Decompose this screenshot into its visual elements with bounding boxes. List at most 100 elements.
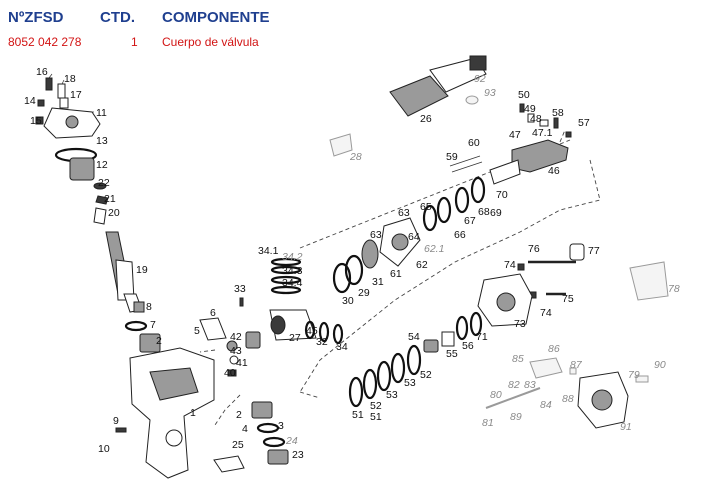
part-label-88[interactable]: 88 xyxy=(562,393,574,405)
part-label-86[interactable]: 86 xyxy=(548,343,560,355)
part-label-32[interactable]: 32 xyxy=(316,336,328,348)
part-label-23[interactable]: 23 xyxy=(292,449,304,461)
part-label-70[interactable]: 70 xyxy=(496,189,508,201)
part-label-89[interactable]: 89 xyxy=(510,411,522,423)
part-label-9[interactable]: 9 xyxy=(113,415,119,427)
part-label-51[interactable]: 51 xyxy=(370,411,382,423)
part-label-76[interactable]: 76 xyxy=(528,243,540,255)
part-label-34-4[interactable]: 34.4 xyxy=(282,277,303,289)
part-label-77[interactable]: 77 xyxy=(588,245,600,257)
part-label-16[interactable]: 16 xyxy=(36,66,48,78)
part-label-63[interactable]: 63 xyxy=(370,229,382,241)
part-label-18[interactable]: 18 xyxy=(64,73,76,85)
part-label-67[interactable]: 67 xyxy=(464,215,476,227)
part-label-7[interactable]: 7 xyxy=(150,319,156,331)
part-label-68[interactable]: 68 xyxy=(478,206,490,218)
part-label-20[interactable]: 20 xyxy=(108,207,120,219)
part-label-90[interactable]: 90 xyxy=(654,359,666,371)
part-label-47-1[interactable]: 47.1 xyxy=(532,127,553,139)
part-label-78[interactable]: 78 xyxy=(668,283,680,295)
row-component[interactable]: Cuerpo de válvula xyxy=(162,35,259,49)
part-label-54[interactable]: 54 xyxy=(408,331,420,343)
part-label-83[interactable]: 83 xyxy=(524,379,536,391)
part-label-1[interactable]: 1 xyxy=(190,407,196,419)
part-label-34[interactable]: 34 xyxy=(336,341,348,353)
part-label-12[interactable]: 12 xyxy=(96,159,108,171)
part-label-10[interactable]: 10 xyxy=(98,443,110,455)
part-label-56[interactable]: 56 xyxy=(462,340,474,352)
part-label-62-1[interactable]: 62.1 xyxy=(424,243,444,255)
part-label-49[interactable]: 49 xyxy=(524,103,536,115)
part-label-48[interactable]: 48 xyxy=(530,113,542,125)
part-label-80[interactable]: 80 xyxy=(490,389,502,401)
part-label-4[interactable]: 4 xyxy=(242,423,248,435)
part-label-27[interactable]: 27 xyxy=(289,332,301,344)
part-label-85[interactable]: 85 xyxy=(512,353,524,365)
part-label-11[interactable]: 11 xyxy=(96,107,107,119)
part-label-25[interactable]: 25 xyxy=(232,439,244,451)
part-label-19[interactable]: 19 xyxy=(136,264,148,276)
part-label-2[interactable]: 2 xyxy=(236,409,242,421)
part-label-47[interactable]: 47 xyxy=(509,129,521,141)
part-label-21[interactable]: 21 xyxy=(104,193,116,205)
part-label-8[interactable]: 8 xyxy=(146,301,152,313)
part-label-30[interactable]: 30 xyxy=(342,295,354,307)
part-label-52[interactable]: 52 xyxy=(420,369,432,381)
part-label-34-1[interactable]: 34.1 xyxy=(258,245,279,257)
part-label-75[interactable]: 75 xyxy=(562,293,574,305)
part-label-58[interactable]: 58 xyxy=(552,107,564,119)
part-label-53[interactable]: 53 xyxy=(404,377,416,389)
row-ref[interactable]: 8052 042 278 xyxy=(8,35,82,49)
part-label-71[interactable]: 71 xyxy=(476,331,488,343)
part-label-41[interactable]: 41 xyxy=(236,357,248,369)
part-label-14[interactable]: 14 xyxy=(24,95,36,107)
part-label-52[interactable]: 52 xyxy=(370,400,382,412)
part-label-57[interactable]: 57 xyxy=(578,117,590,129)
part-label-69[interactable]: 69 xyxy=(490,207,502,219)
part-label-81[interactable]: 81 xyxy=(482,417,494,429)
part-label-50[interactable]: 50 xyxy=(518,89,530,101)
part-label-73[interactable]: 73 xyxy=(514,318,526,330)
part-label-3[interactable]: 3 xyxy=(278,420,284,432)
part-label-51[interactable]: 51 xyxy=(352,409,364,421)
part-label-65[interactable]: 65 xyxy=(420,201,432,213)
part-label-74[interactable]: 74 xyxy=(504,259,516,271)
part-label-66[interactable]: 66 xyxy=(454,229,466,241)
part-label-59[interactable]: 59 xyxy=(446,151,458,163)
row-quantity[interactable]: 1 xyxy=(131,35,138,49)
part-label-84[interactable]: 84 xyxy=(540,399,552,411)
part-label-93[interactable]: 93 xyxy=(484,87,496,99)
part-label-63[interactable]: 63 xyxy=(398,207,410,219)
part-label-62[interactable]: 62 xyxy=(416,259,428,271)
part-label-79[interactable]: 79 xyxy=(628,369,640,381)
part-label-91[interactable]: 91 xyxy=(620,421,632,433)
part-label-45[interactable]: 45 xyxy=(306,325,318,337)
part-label-40[interactable]: 40 xyxy=(224,367,236,379)
part-label-92[interactable]: 92 xyxy=(474,73,486,85)
part-label-5[interactable]: 5 xyxy=(194,325,200,337)
part-label-26[interactable]: 26 xyxy=(420,113,432,125)
part-label-15[interactable]: 15 xyxy=(30,115,42,127)
part-label-33[interactable]: 33 xyxy=(234,283,246,295)
part-label-53[interactable]: 53 xyxy=(386,389,398,401)
part-label-29[interactable]: 29 xyxy=(358,287,370,299)
part-label-55[interactable]: 55 xyxy=(446,348,458,360)
part-label-82[interactable]: 82 xyxy=(508,379,520,391)
part-label-13[interactable]: 13 xyxy=(96,135,108,147)
part-label-34-2[interactable]: 34.2 xyxy=(282,251,303,263)
part-label-17[interactable]: 17 xyxy=(70,89,82,101)
part-label-74[interactable]: 74 xyxy=(540,307,552,319)
part-label-61[interactable]: 61 xyxy=(390,268,402,280)
part-label-6[interactable]: 6 xyxy=(210,307,216,319)
part-label-2[interactable]: 2 xyxy=(156,335,162,347)
part-label-24[interactable]: 24 xyxy=(285,435,298,447)
part-label-22[interactable]: 22 xyxy=(98,177,110,189)
part-label-28[interactable]: 28 xyxy=(349,151,362,163)
part-label-34-3[interactable]: 34.3 xyxy=(282,265,303,277)
part-label-43[interactable]: 43 xyxy=(230,345,242,357)
part-label-64[interactable]: 64 xyxy=(408,231,420,243)
part-label-31[interactable]: 31 xyxy=(372,276,384,288)
part-label-46[interactable]: 46 xyxy=(548,165,560,177)
part-label-87[interactable]: 87 xyxy=(570,359,583,371)
part-label-60[interactable]: 60 xyxy=(468,137,480,149)
